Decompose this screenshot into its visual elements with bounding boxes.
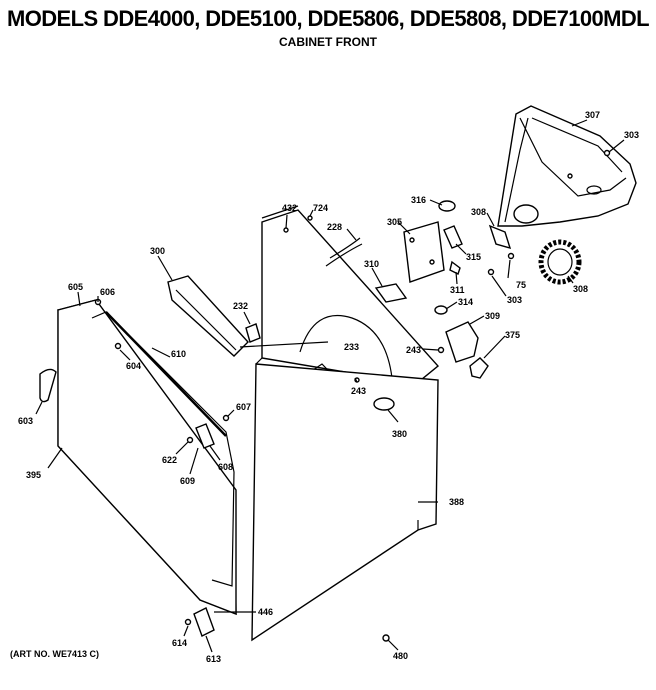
- label-610: 610: [171, 349, 186, 359]
- label-480: 480: [393, 651, 408, 661]
- label-309: 309: [485, 311, 500, 321]
- label-316: 316: [411, 195, 426, 205]
- label-75: 75: [516, 280, 526, 290]
- label-622: 622: [162, 455, 177, 465]
- diagram-title: MODELS DDE4000, DDE5100, DDE5806, DDE580…: [7, 6, 650, 31]
- label-607: 607: [236, 402, 251, 412]
- drum-ring-part: [538, 239, 582, 285]
- label-232: 232: [233, 301, 248, 311]
- diagram-subtitle: CABINET FRONT: [279, 35, 377, 49]
- label-311: 311: [450, 285, 465, 295]
- label-608: 608: [218, 462, 233, 472]
- label-446: 446: [258, 607, 273, 617]
- label-395: 395: [26, 470, 41, 480]
- label-303-top: 303: [624, 130, 639, 140]
- leader-lines: [35, 119, 625, 653]
- label-243-center: 243: [351, 386, 366, 396]
- door-part: [39, 298, 237, 637]
- label-308-ring: 308: [573, 284, 588, 294]
- label-300: 300: [150, 246, 165, 256]
- label-604: 604: [126, 361, 141, 371]
- small-parts-cluster: [374, 149, 611, 379]
- label-605: 605: [68, 282, 83, 292]
- label-432: 432: [282, 203, 297, 213]
- label-315: 315: [466, 252, 481, 262]
- label-303-bottom: 303: [507, 295, 522, 305]
- label-310: 310: [364, 259, 379, 269]
- label-305: 305: [387, 217, 402, 227]
- blower-housing-part: [497, 105, 637, 227]
- label-614: 614: [172, 638, 187, 648]
- label-609: 609: [180, 476, 195, 486]
- art-number: (ART NO. WE7413 C): [10, 649, 100, 659]
- label-724: 724: [313, 203, 328, 213]
- label-606: 606: [100, 287, 115, 297]
- part-number-labels: 307 303 316 308 305 315 75 308 311 303 3…: [18, 110, 639, 664]
- label-314: 314: [458, 297, 473, 307]
- label-308-bracket: 308: [471, 207, 486, 217]
- label-603: 603: [18, 416, 33, 426]
- label-380: 380: [392, 429, 407, 439]
- label-307: 307: [585, 110, 600, 120]
- cabinet-front-part: [251, 205, 440, 642]
- label-228: 228: [327, 222, 342, 232]
- label-243-right: 243: [406, 345, 421, 355]
- screw-480-part: [382, 634, 390, 642]
- label-388: 388: [449, 497, 464, 507]
- label-375: 375: [505, 330, 520, 340]
- label-233: 233: [344, 342, 359, 352]
- label-613: 613: [206, 654, 221, 664]
- control-panel-part: [167, 275, 261, 357]
